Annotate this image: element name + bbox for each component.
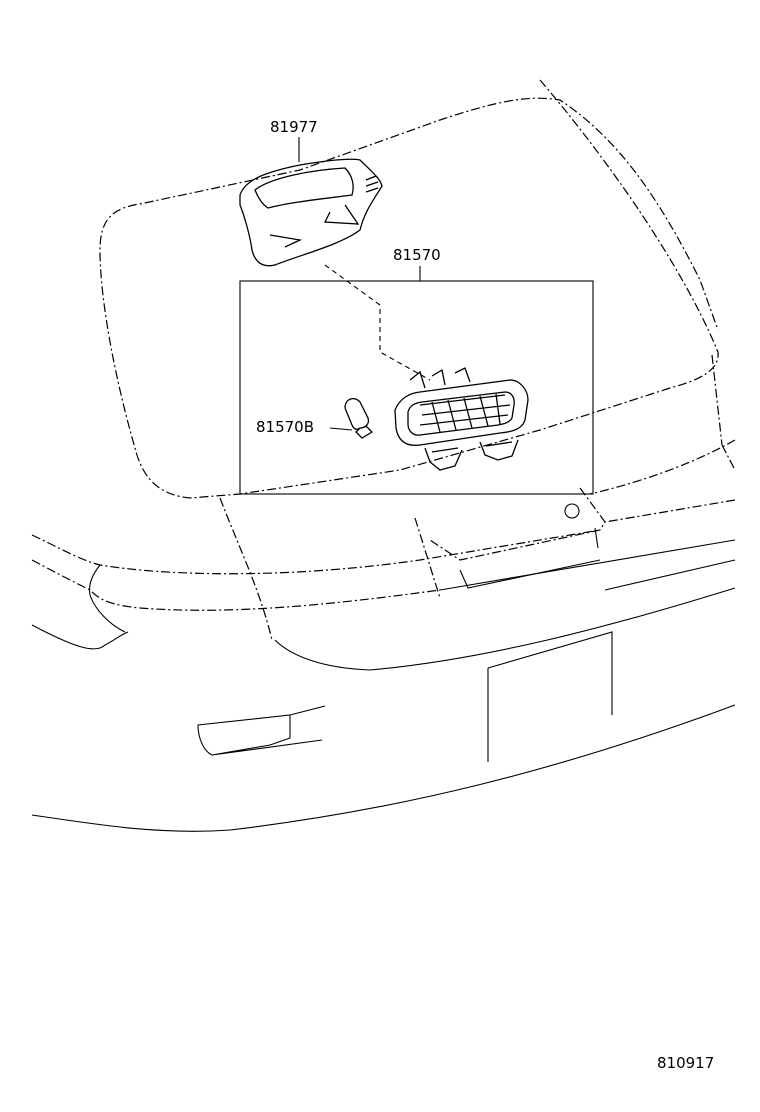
lock-cylinder: [564, 503, 580, 519]
leader-81570B: [329, 427, 353, 431]
figure-id: 810917: [657, 1054, 715, 1072]
part-box-81570: [239, 280, 594, 495]
rear-window-outline: [99, 79, 719, 499]
lamp-81570: [394, 367, 529, 471]
label-81570: 81570: [393, 246, 441, 264]
cover-81977: [239, 158, 383, 267]
left-body-curve: [31, 499, 736, 575]
window-right-edge: [711, 354, 736, 471]
label-81570B: 81570B: [256, 418, 315, 436]
left-quarter: [88, 564, 126, 633]
left-taillamp-upper: [31, 559, 441, 611]
garnish-panel: [414, 487, 606, 599]
trunk-top-line: [219, 439, 736, 641]
assembly-leader: [324, 264, 431, 381]
license-plate-recess: [487, 631, 613, 762]
label-81977: 81977: [270, 118, 318, 136]
left-lower-body: [31, 539, 736, 671]
bulb-81570B: [344, 397, 374, 439]
panel-slot: [459, 527, 601, 589]
bumper-bottom: [31, 704, 736, 832]
rear-reflector: [197, 705, 326, 756]
